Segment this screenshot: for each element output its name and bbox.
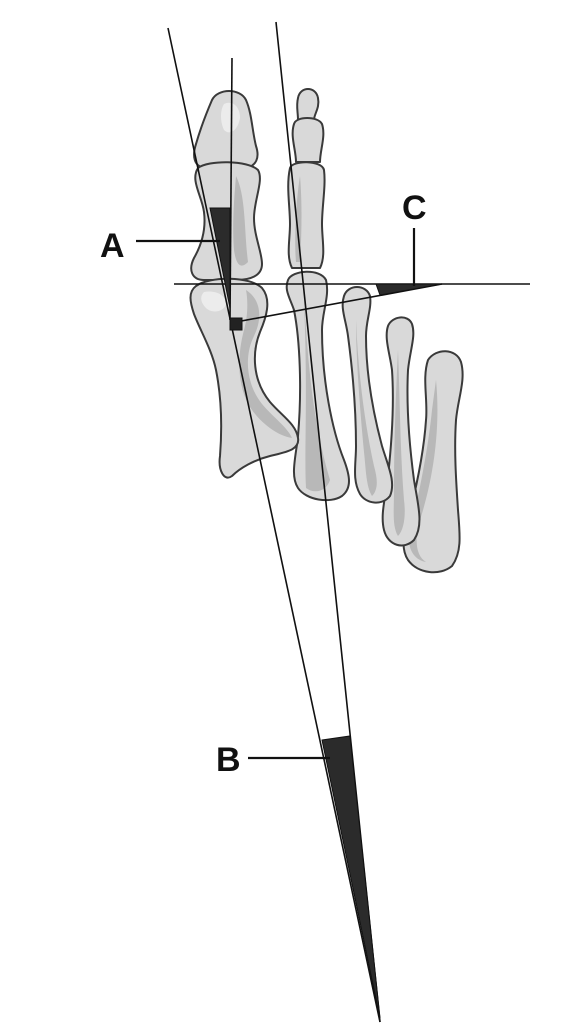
third-metatarsal: [341, 286, 394, 504]
second-metatarsal: [285, 270, 350, 502]
right-angle-marker: [229, 317, 243, 331]
label-b: B: [216, 741, 241, 779]
label-c: C: [402, 189, 427, 227]
second-toe: [287, 88, 326, 269]
label-leaders: [136, 228, 416, 760]
angle-c-wedge: [375, 283, 443, 296]
angle-b-wedge: [321, 735, 381, 1019]
hallux-distal-phalanx: [193, 90, 259, 169]
hallux-axis-line: [167, 27, 381, 1023]
first-metatarsal: [189, 277, 300, 479]
angle-labels: A B C: [100, 189, 427, 779]
angle-markers: [209, 207, 443, 1019]
fourth-metatarsal: [381, 316, 421, 547]
label-a: A: [100, 227, 125, 265]
angle-a-wedge: [209, 207, 231, 309]
